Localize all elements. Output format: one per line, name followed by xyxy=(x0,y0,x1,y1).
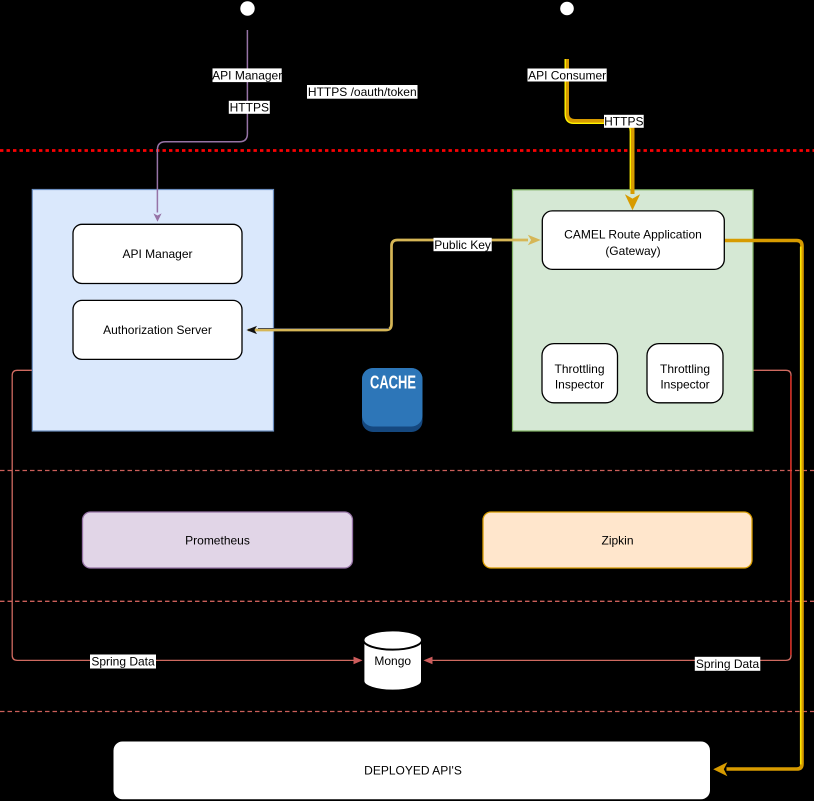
svg-text:Inspector: Inspector xyxy=(660,377,709,391)
svg-text:(Gateway): (Gateway) xyxy=(605,244,660,258)
svg-text:CACHE: CACHE xyxy=(370,373,416,393)
svg-text:DEPLOYED API'S: DEPLOYED API'S xyxy=(364,764,462,778)
svg-text:Throttling: Throttling xyxy=(554,362,604,376)
svg-text:Spring Data: Spring Data xyxy=(91,655,155,669)
svg-text:HTTPS: HTTPS xyxy=(604,115,643,129)
svg-text:CAMEL Route Application: CAMEL Route Application xyxy=(564,228,702,242)
svg-text:HTTPS: HTTPS xyxy=(230,101,269,115)
svg-text:API Manager: API Manager xyxy=(212,69,282,83)
svg-text:Throttling: Throttling xyxy=(660,362,710,376)
svg-text:Mongo: Mongo xyxy=(374,654,411,668)
svg-text:Zipkin: Zipkin xyxy=(601,534,633,548)
svg-text:API Manager: API Manager xyxy=(122,247,192,261)
svg-text:Authorization Server: Authorization Server xyxy=(103,323,212,337)
svg-text:HTTPS /oauth/token: HTTPS /oauth/token xyxy=(308,85,417,99)
svg-text:Spring Data: Spring Data xyxy=(696,657,760,671)
svg-text:Prometheus: Prometheus xyxy=(185,534,250,548)
svg-text:API Consumer: API Consumer xyxy=(528,68,606,82)
svg-text:Inspector: Inspector xyxy=(555,377,604,391)
svg-text:Public Key: Public Key xyxy=(434,238,491,252)
